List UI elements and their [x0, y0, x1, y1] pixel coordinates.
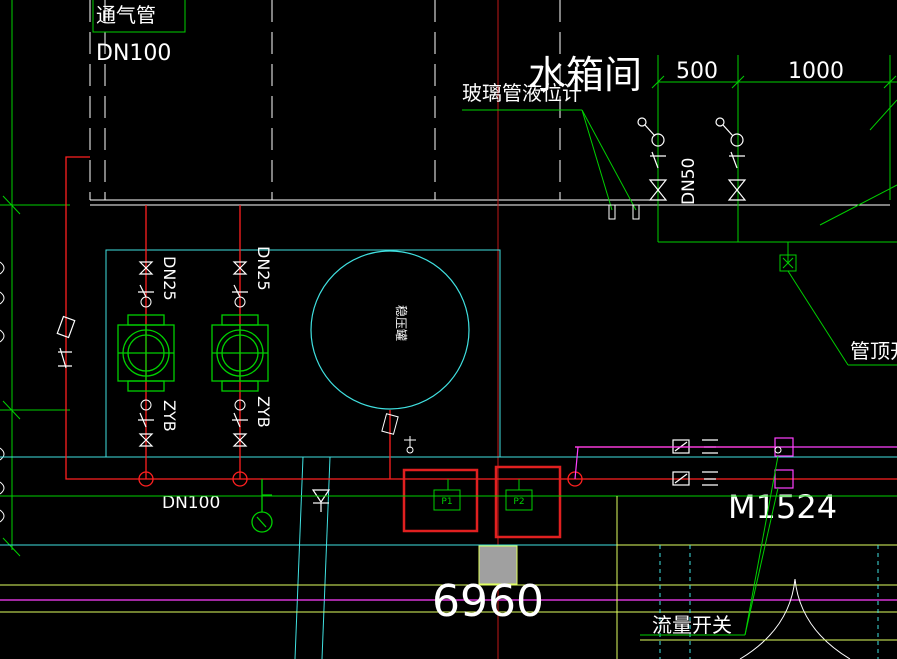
- structural-column: [478, 545, 518, 585]
- door-code-label: M1524: [728, 488, 837, 526]
- tag-p1-group[interactable]: P1: [402, 468, 479, 533]
- float-valve-left: [637, 117, 668, 201]
- right-leaders: [779, 99, 897, 366]
- dn100-bottom-label: DN100: [162, 493, 220, 513]
- pump-1-icon: [117, 261, 175, 447]
- vent-pipe-block: 通气管 DN100: [92, 0, 186, 66]
- tag-p2-label: P2: [513, 497, 524, 507]
- tag-p1-box: [433, 489, 461, 511]
- dn50-label: DN50: [679, 158, 699, 205]
- left-edge-digits: [0, 261, 5, 523]
- dimension-6960: 6960: [432, 576, 544, 627]
- vent-pipe-label: 通气管: [96, 3, 156, 27]
- tag-p2-box: [505, 489, 533, 511]
- pipe-top-label: 管顶开: [850, 339, 897, 363]
- dn25-left-label: DN25: [160, 256, 179, 301]
- dimension-1000: 1000: [788, 59, 844, 84]
- magenta-lines: [0, 437, 897, 601]
- highlight-box-p2: [494, 465, 562, 539]
- glass-gauge-annotation: 玻璃管液位计: [462, 81, 640, 220]
- red-junction-circles: [138, 471, 583, 487]
- pump-2-icon: [211, 261, 269, 447]
- left-edge-lines: [0, 0, 70, 557]
- upper-wall-dashed: [89, 0, 890, 206]
- tag-p1-label: P1: [441, 497, 452, 507]
- pressure-tank-label: 稳压罐: [394, 305, 409, 341]
- check-valve-icon: [311, 489, 331, 512]
- tag-p2-group[interactable]: P2: [494, 465, 562, 539]
- lower-structure: [0, 455, 897, 659]
- pressure-tank-icon: [310, 250, 470, 454]
- top-dimensions: [651, 55, 897, 243]
- glass-gauge-label: 玻璃管液位计: [462, 81, 582, 105]
- vent-dn-label: DN100: [96, 41, 171, 66]
- dn25-right-label: DN25: [254, 246, 273, 291]
- float-valve-right: [715, 117, 747, 201]
- zyb-right-label: ZYB: [254, 396, 273, 428]
- flow-switch-label: 流量开关: [652, 613, 732, 637]
- water-tank-room-title: 水箱间: [528, 53, 642, 97]
- left-riser-valve-icon: [56, 315, 76, 369]
- highlight-box-p1: [402, 468, 479, 533]
- zyb-left-label: ZYB: [160, 400, 179, 432]
- dimension-500: 500: [676, 59, 718, 84]
- pressure-gauge-icon: [251, 479, 273, 533]
